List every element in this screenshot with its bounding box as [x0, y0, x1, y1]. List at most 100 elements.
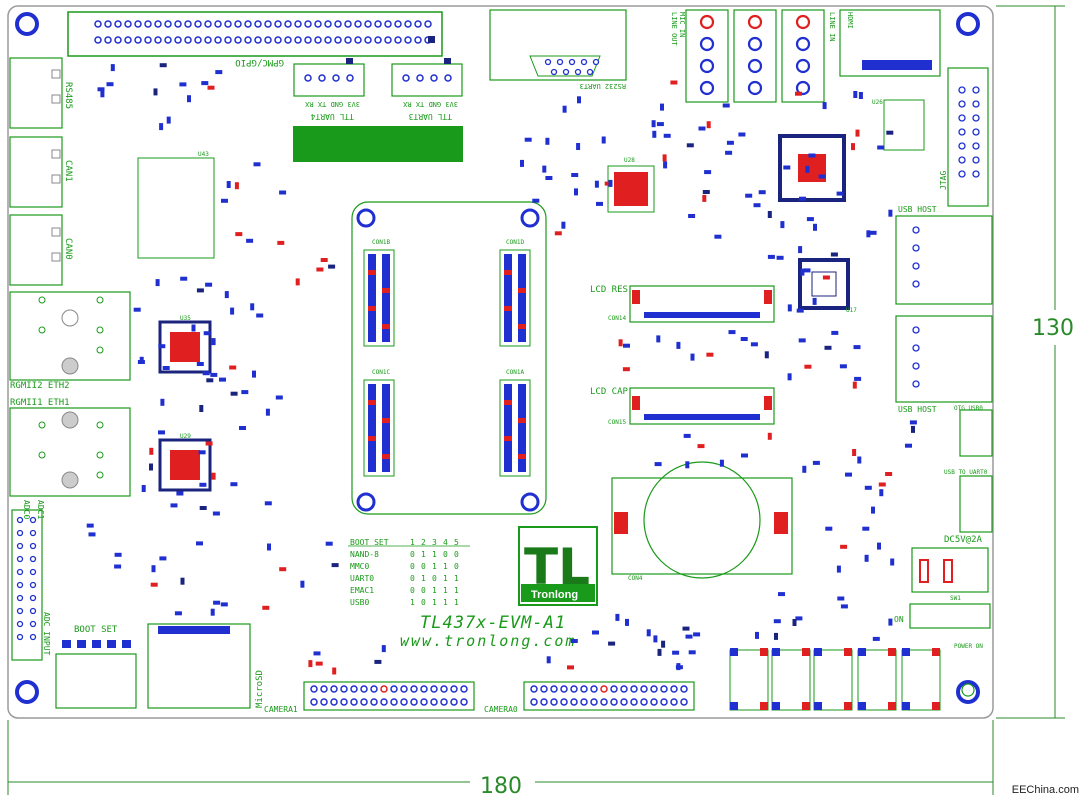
- smd-pad: [656, 335, 661, 343]
- key-pad: [858, 702, 866, 710]
- camera-pin: [560, 698, 568, 706]
- camera-pin: [630, 685, 638, 693]
- jtag-pin: [958, 128, 966, 136]
- smd-pad: [277, 240, 285, 245]
- smd-pad: [831, 330, 839, 335]
- jtag-pin: [972, 86, 980, 94]
- camera-pin: [640, 698, 648, 706]
- eth1-led-hole-2: [61, 471, 79, 489]
- boot-row-uart0: UART0 0 1 0 1 1: [350, 574, 459, 583]
- boot-row-bit: 0: [443, 550, 448, 559]
- smd-pad: [858, 92, 863, 99]
- camera-pin: [350, 698, 358, 706]
- b2b-pins-right: [518, 384, 526, 472]
- terminal-pin: [51, 94, 61, 104]
- adc-pin: [16, 620, 24, 628]
- label-u26: U26: [872, 99, 883, 106]
- usb-host-port-2: [895, 315, 993, 403]
- smd-pad: [755, 631, 759, 639]
- logo-name: Tronlong: [531, 589, 578, 601]
- smd-pad: [571, 173, 579, 177]
- smd-pad: [726, 140, 734, 145]
- camera-pin: [650, 685, 658, 693]
- uart-pin: [444, 74, 452, 82]
- smd-pad: [592, 630, 599, 635]
- camera-pin: [380, 698, 388, 706]
- smd-pad: [702, 194, 707, 202]
- boot-row-bit: 0: [410, 574, 415, 583]
- smd-pad: [830, 252, 838, 257]
- camera-pin: [620, 698, 628, 706]
- adc-pin: [29, 529, 37, 537]
- smd-pad: [683, 433, 691, 438]
- eth1-led-hole: [61, 411, 79, 429]
- header-pin: [214, 36, 222, 44]
- smd-pad: [670, 80, 678, 85]
- camera-pin: [590, 698, 598, 706]
- camera-pin: [440, 685, 448, 693]
- usb-pin: [912, 362, 920, 370]
- label-u43: U43: [198, 151, 209, 158]
- db9-pin: [580, 58, 588, 66]
- audio-pin: [795, 36, 811, 52]
- camera-pin: [600, 685, 608, 693]
- hdmi-pins: [862, 60, 932, 70]
- boot-pad: [77, 640, 86, 648]
- smd-pad: [279, 190, 287, 195]
- camera-pin: [670, 698, 678, 706]
- smd-pad: [180, 577, 185, 585]
- boot-row-bit: 1: [454, 574, 459, 583]
- smd-pad: [205, 282, 213, 287]
- b2b-pin-red: [518, 324, 526, 329]
- camera-pin: [430, 698, 438, 706]
- header-pin: [164, 20, 172, 28]
- smd-pad: [877, 145, 885, 150]
- smd-pad: [230, 391, 238, 396]
- smd-pad: [295, 278, 300, 286]
- smd-pad: [212, 511, 220, 516]
- adc-pin: [16, 555, 24, 563]
- boot-table-header: BOOT SET 1 2 3 4 5: [350, 538, 459, 547]
- smd-pad: [207, 85, 215, 90]
- smd-pad: [706, 352, 714, 357]
- ic-u35: U35: [158, 315, 212, 374]
- smd-pad: [853, 91, 858, 98]
- header-pin: [284, 36, 292, 44]
- camera-pin: [570, 685, 578, 693]
- watermark: EEChina.com: [1011, 784, 1079, 796]
- camera-pin: [540, 698, 548, 706]
- smd-pad: [230, 307, 235, 315]
- adc-pin: [16, 633, 24, 641]
- smd-pad: [313, 651, 321, 656]
- camera-pin: [670, 685, 678, 693]
- label-con1a: CON1A: [506, 369, 524, 376]
- smd-pad: [196, 288, 204, 293]
- smd-pad: [852, 449, 857, 456]
- smd-pad: [685, 461, 690, 469]
- label-line-out: LINE OUT: [670, 12, 678, 47]
- audio-pin: [795, 14, 811, 30]
- camera-pin: [410, 685, 418, 693]
- som-connectors: [363, 249, 531, 477]
- uart-pin-marker: [444, 58, 451, 64]
- label-u35: U35: [180, 315, 191, 322]
- smd-pad: [693, 632, 701, 637]
- smd-pad: [805, 165, 810, 173]
- key-pad: [802, 648, 810, 656]
- smd-pad: [796, 308, 804, 313]
- smd-pad: [657, 648, 662, 656]
- label-mic-in: MIC IN: [678, 12, 686, 37]
- camera-pin: [460, 698, 468, 706]
- header-pin: [214, 20, 222, 28]
- passive-components: [86, 63, 917, 675]
- jack-pin: [38, 421, 46, 429]
- smd-pad: [822, 275, 830, 280]
- smd-pad: [532, 198, 540, 203]
- boot-row-bit: 0: [454, 562, 459, 571]
- smd-pad: [905, 443, 912, 448]
- smd-pad: [702, 190, 710, 194]
- label-con1d: CON1D: [506, 239, 524, 246]
- smd-pad: [554, 231, 562, 236]
- audio-jack: [781, 9, 825, 103]
- label-rs232-uart3: RS232 UART3: [580, 82, 626, 90]
